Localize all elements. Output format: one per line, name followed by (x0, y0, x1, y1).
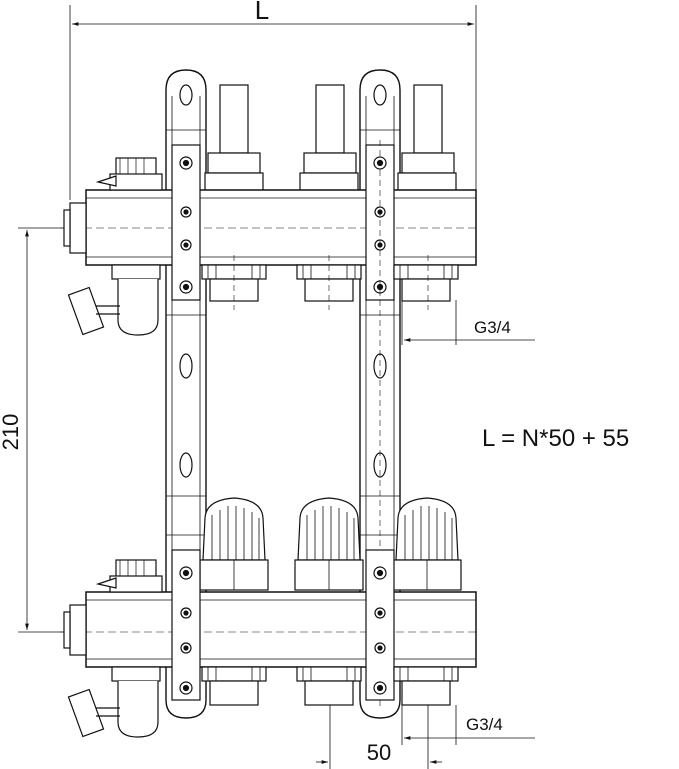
top-outlet-3 (393, 255, 459, 310)
bottom-outlet-3 (393, 666, 459, 706)
bottom-outlet-1 (201, 666, 267, 706)
top-outlet-2 (296, 255, 362, 310)
valve-cap-1 (199, 497, 269, 591)
dimension-L (69, 5, 477, 200)
thread-top-label: G3/4 (474, 318, 511, 337)
valve-cap-3 (392, 497, 462, 591)
dimension-g34-bottom (401, 705, 535, 745)
bottom-air-vent (95, 559, 163, 593)
top-drain-valve (67, 264, 161, 336)
bottom-drain-valve (67, 666, 161, 738)
top-air-vent (95, 157, 163, 191)
length-formula: L = N*50 + 55 (482, 425, 629, 452)
bottom-right-clamp (365, 549, 395, 701)
top-left-clamp (171, 144, 201, 301)
bottom-manifold-bar (60, 591, 480, 668)
dimension-g34-top (401, 300, 535, 345)
height-label: 210 (0, 414, 23, 451)
thread-bottom-label: G3/4 (466, 715, 503, 734)
flow-meter-3 (397, 84, 457, 192)
spacing-label: 50 (367, 740, 391, 765)
flow-meter-1 (204, 84, 264, 192)
valve-cap-2 (294, 497, 364, 591)
dimension-210 (18, 227, 70, 633)
length-label: L (255, 0, 269, 25)
bottom-outlet-2 (296, 666, 362, 706)
top-right-clamp (365, 140, 395, 710)
bottom-left-clamp (171, 549, 201, 701)
flow-meter-2 (299, 84, 359, 192)
top-outlet-1 (201, 255, 267, 310)
top-manifold-bar (60, 189, 480, 266)
